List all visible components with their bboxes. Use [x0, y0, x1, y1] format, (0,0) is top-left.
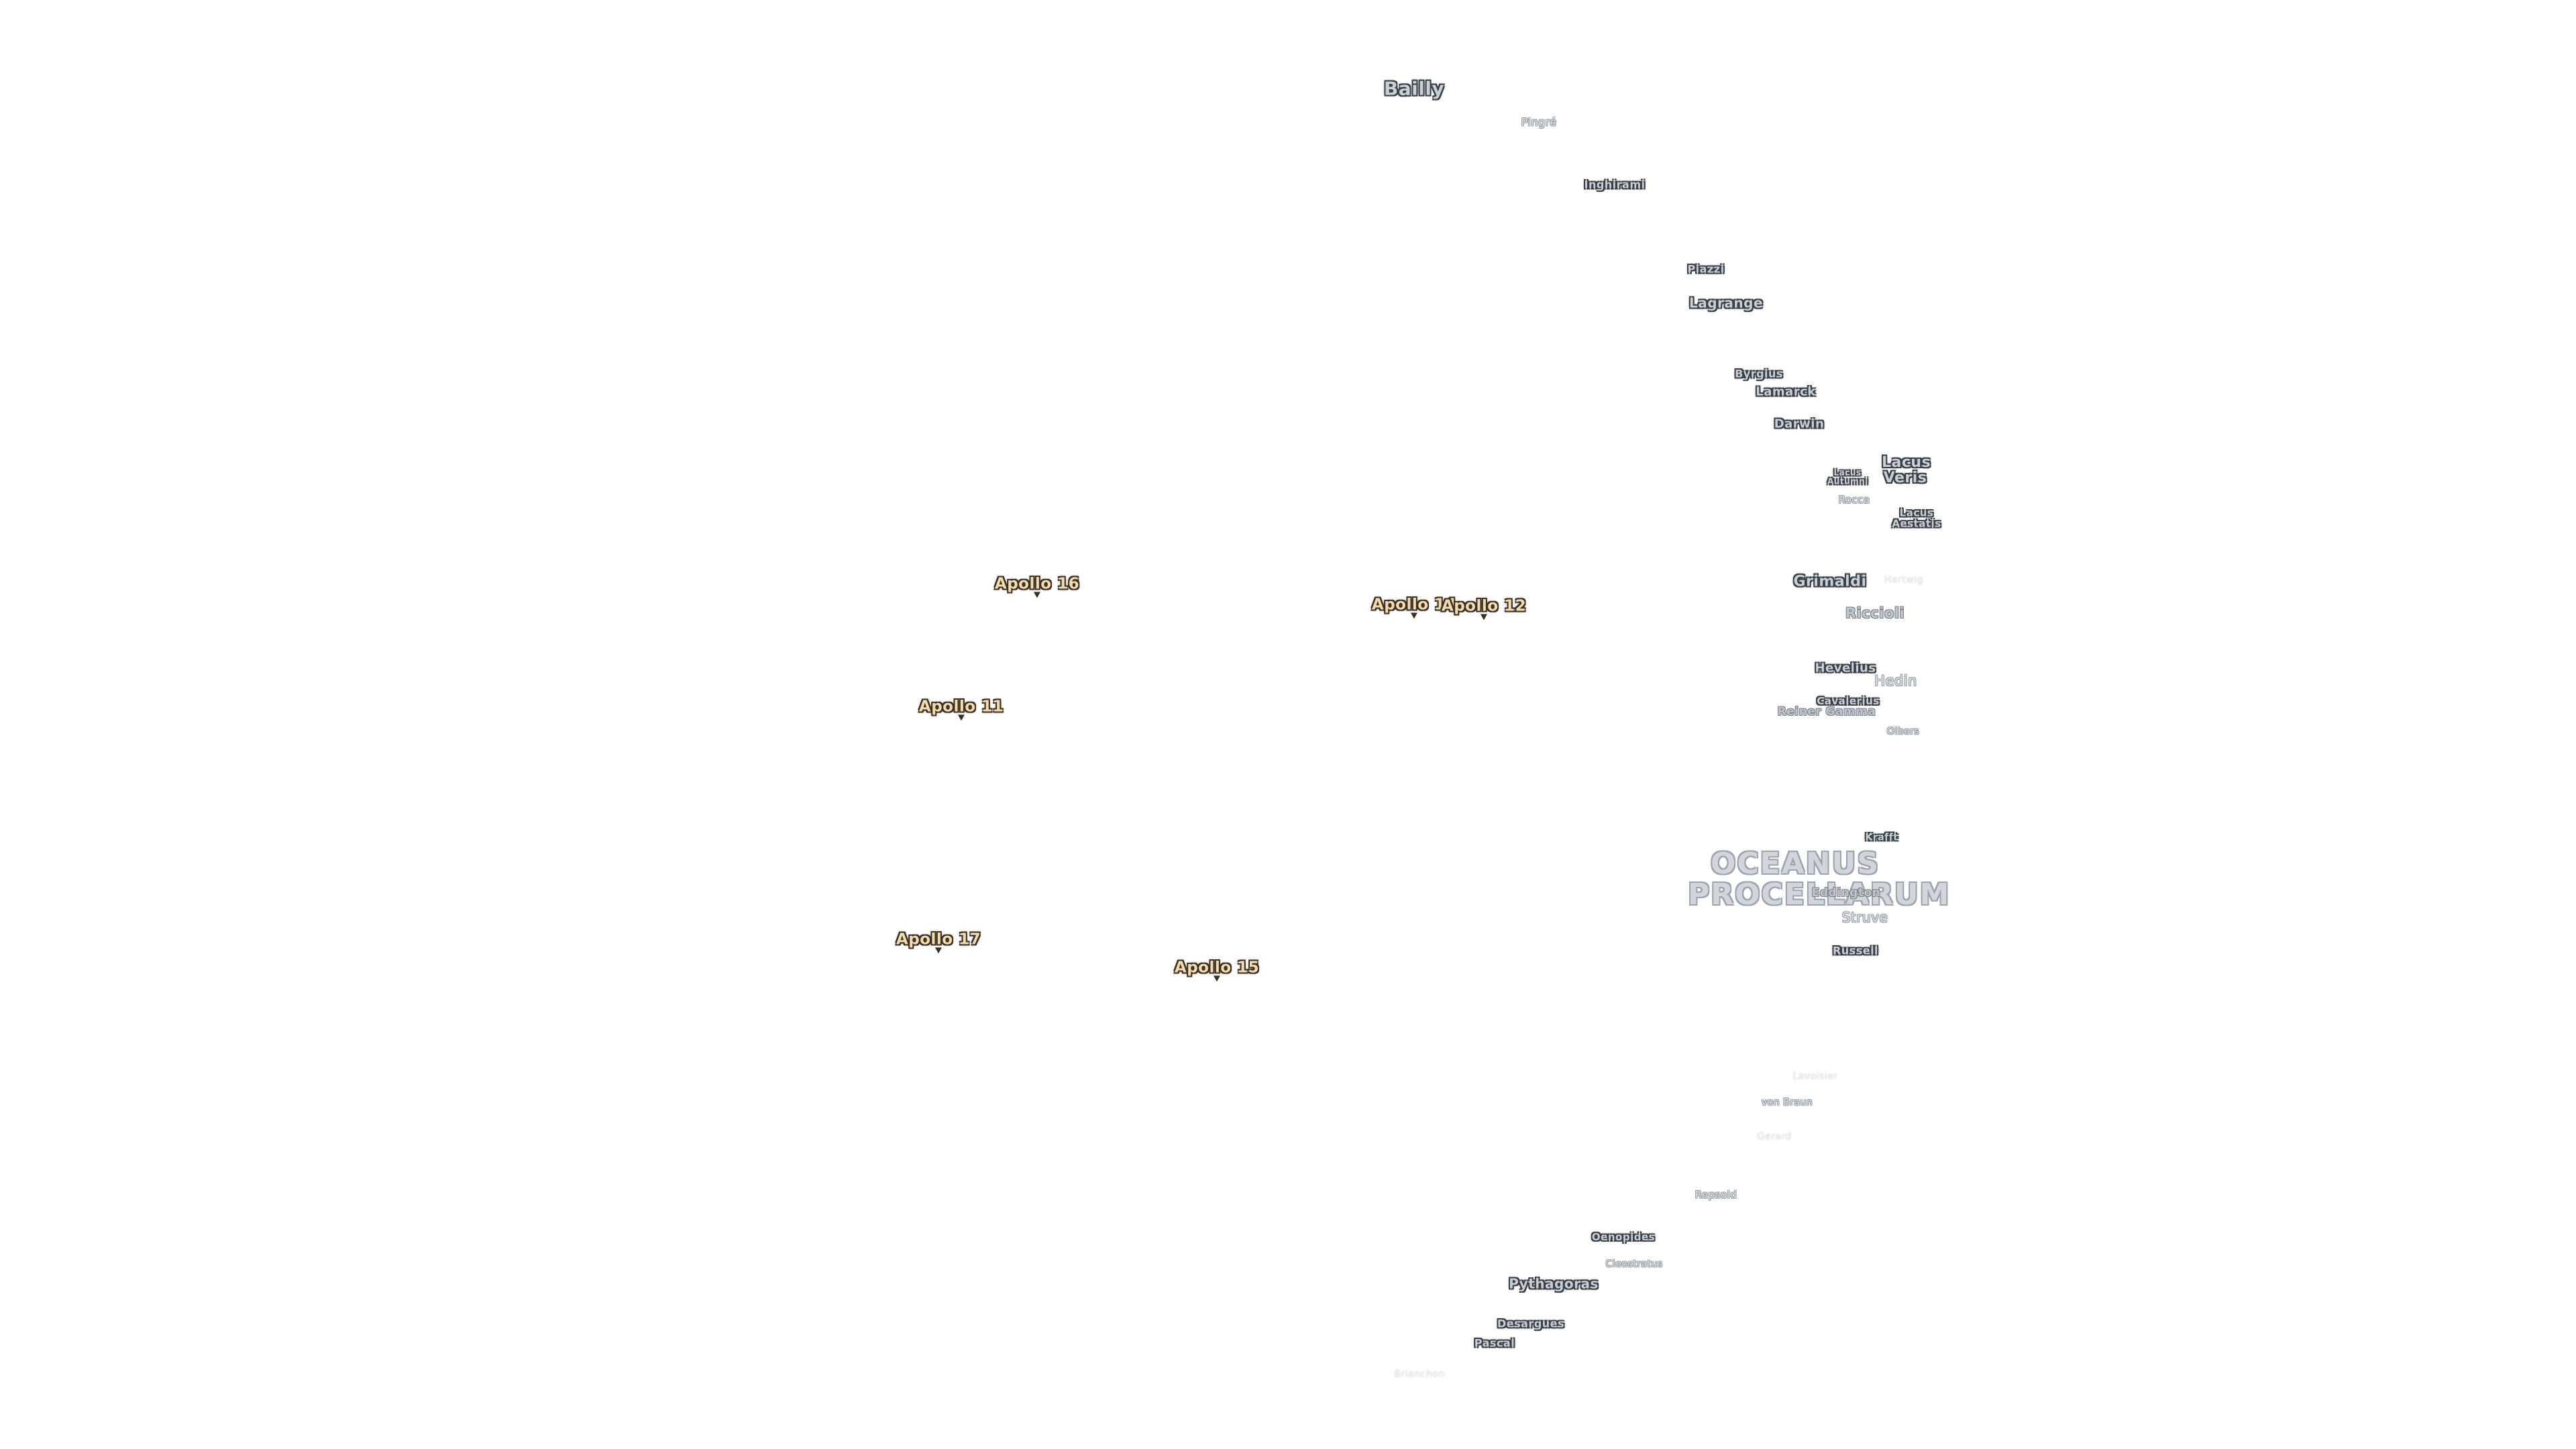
- apollo-17-label: Apollo 17: [896, 930, 981, 949]
- apollo-17-marker[interactable]: Apollo 17: [896, 930, 981, 954]
- feature-label-lagrange[interactable]: Lagrange: [1688, 294, 1764, 311]
- feature-label-eddington[interactable]: Eddington: [1811, 886, 1881, 900]
- feature-label-oenopides[interactable]: Oenopides: [1591, 1231, 1656, 1244]
- landing-pin-icon: [958, 714, 965, 721]
- feature-label-pythagoras[interactable]: Pythagoras: [1509, 1275, 1599, 1292]
- feature-label-brianchon[interactable]: Brianchon: [1394, 1368, 1445, 1380]
- feature-label-lavoisier[interactable]: Lavoisier: [1792, 1071, 1838, 1082]
- feature-label-pingre[interactable]: Pingré: [1521, 115, 1557, 129]
- apollo-14-label: Apollo 14: [1371, 596, 1457, 614]
- feature-label-von-braun[interactable]: von Braun: [1761, 1097, 1813, 1108]
- feature-label-lacus-veris[interactable]: Lacus Veris: [1882, 453, 1931, 486]
- feature-label-grimaldi[interactable]: Grimaldi: [1793, 573, 1867, 590]
- apollo-12-label: Apollo 12: [1441, 597, 1527, 615]
- apollo-11-label: Apollo 11: [918, 698, 1004, 716]
- feature-label-olbers[interactable]: Olbers: [1886, 726, 1920, 737]
- apollo-15-marker[interactable]: Apollo 15: [1174, 959, 1260, 982]
- landing-pin-icon: [1034, 592, 1040, 598]
- feature-label-reiner-gamma[interactable]: Reiner Gamma: [1777, 705, 1876, 719]
- feature-label-cavalerius[interactable]: Cavalerius: [1817, 695, 1880, 708]
- feature-label-hartwig[interactable]: Hartwig: [1884, 574, 1924, 586]
- feature-label-cleostratus[interactable]: Cleostratus: [1605, 1258, 1663, 1270]
- landing-pin-icon: [1481, 614, 1487, 621]
- landing-pin-icon: [1411, 612, 1417, 619]
- apollo-16-marker[interactable]: Apollo 16: [995, 576, 1079, 598]
- apollo-16-label: Apollo 16: [994, 575, 1080, 593]
- feature-label-inghirami[interactable]: Inghirami: [1584, 178, 1646, 191]
- apollo-15-label: Apollo 15: [1174, 959, 1260, 977]
- landing-pin-icon: [935, 947, 942, 954]
- feature-label-krafft[interactable]: Krafft: [1865, 832, 1898, 843]
- feature-label-repsold[interactable]: Repsold: [1695, 1189, 1737, 1201]
- apollo-14-marker[interactable]: Apollo 14: [1372, 596, 1456, 619]
- feature-label-hedin[interactable]: Hedin: [1874, 672, 1917, 689]
- feature-label-byrgius[interactable]: Byrgius: [1735, 367, 1783, 380]
- feature-label-lamarck[interactable]: Lamarck: [1756, 384, 1816, 399]
- feature-label-rocca[interactable]: Rocca: [1838, 494, 1870, 506]
- feature-label-struve[interactable]: Struve: [1841, 909, 1888, 926]
- feature-label-darwin[interactable]: Darwin: [1774, 417, 1825, 431]
- feature-label-lacus-aestatis[interactable]: Lacus Aestatis: [1892, 506, 1941, 529]
- feature-label-pascal[interactable]: Pascal: [1474, 1336, 1515, 1350]
- sea-label-oceanus-procellarum[interactable]: OCEANUS PROCELLARUM: [1688, 846, 1951, 912]
- apollo-12-marker[interactable]: Apollo 12: [1441, 597, 1527, 621]
- feature-label-riccioli[interactable]: Riccioli: [1845, 604, 1905, 621]
- landing-pin-icon: [1214, 975, 1220, 982]
- feature-label-lacus-autumni[interactable]: Lacus Autumni: [1827, 468, 1868, 486]
- feature-label-bailly[interactable]: Bailly: [1383, 77, 1445, 100]
- feature-label-gerard[interactable]: Gerard: [1757, 1131, 1792, 1142]
- feature-label-russell[interactable]: Russell: [1832, 944, 1879, 957]
- apollo-11-marker[interactable]: Apollo 11: [918, 698, 1004, 721]
- feature-label-hevelius[interactable]: Hevelius: [1815, 661, 1876, 676]
- feature-label-piazzi[interactable]: Piazzi: [1687, 262, 1725, 276]
- feature-label-desargues[interactable]: Desargues: [1497, 1317, 1565, 1330]
